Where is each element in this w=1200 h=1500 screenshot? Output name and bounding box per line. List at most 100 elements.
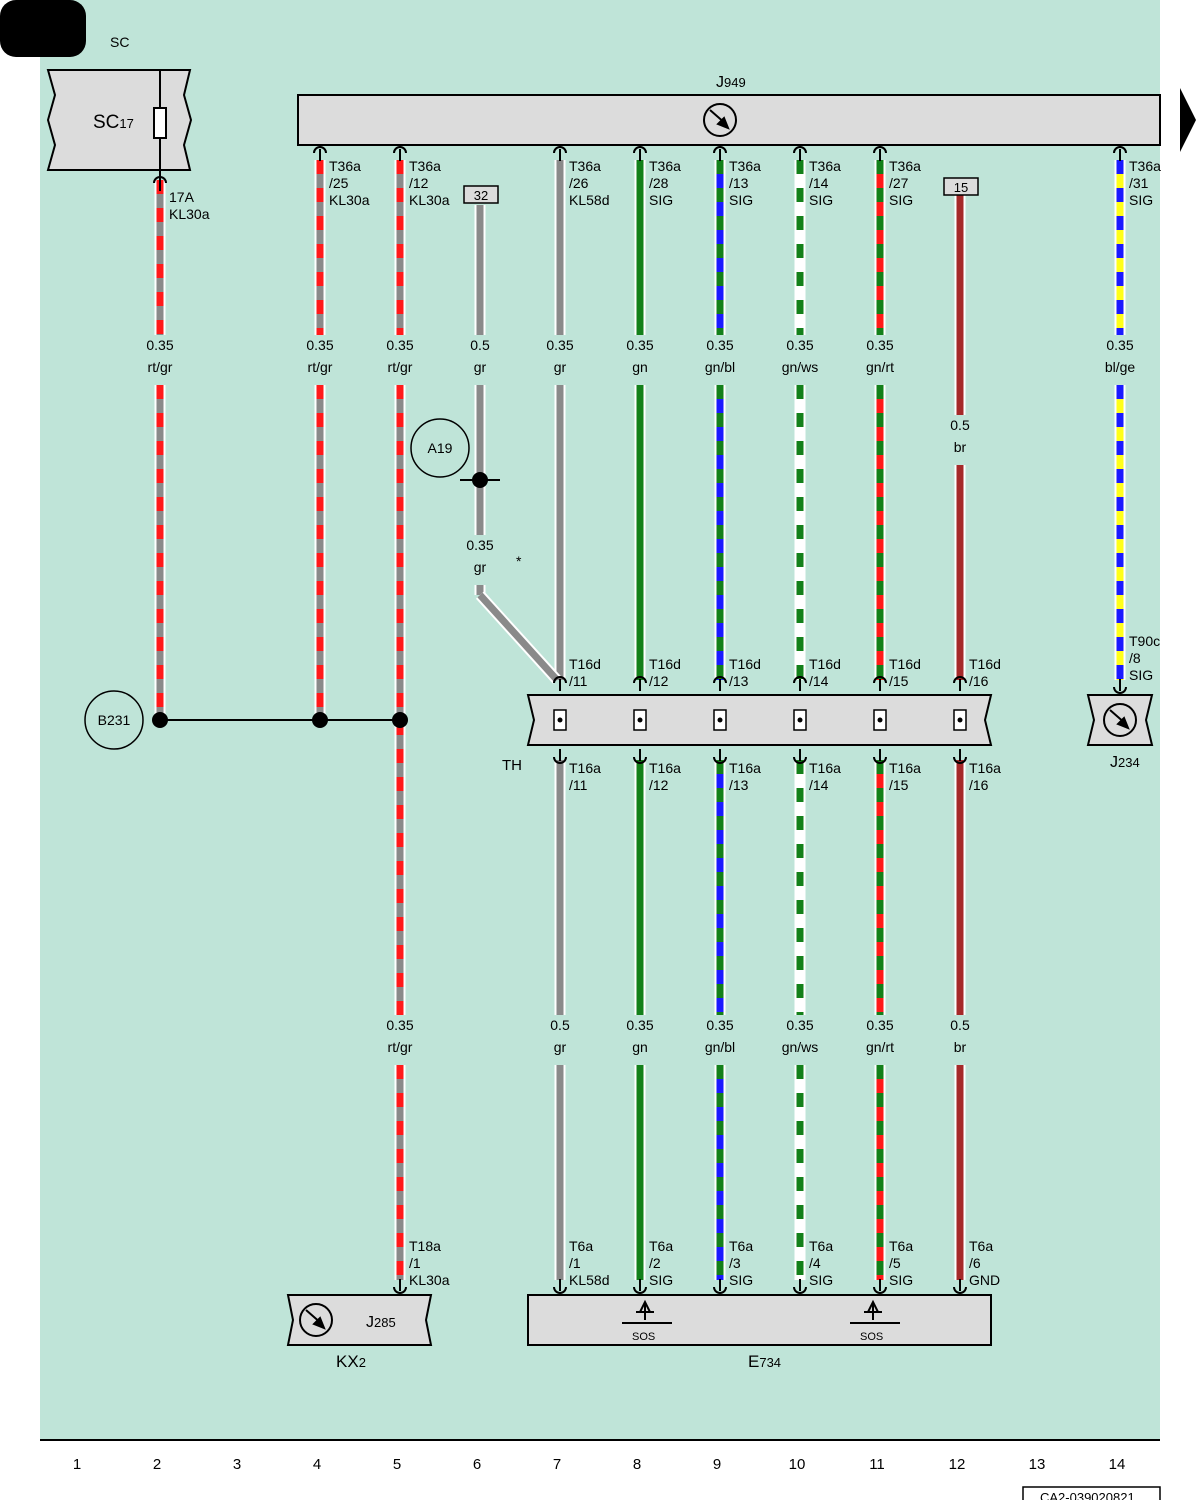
bottom-pin-c7: T6a xyxy=(569,1238,593,1254)
th-top-pin-c9: T16d xyxy=(729,656,761,672)
pin-label-c11: SIG xyxy=(889,192,913,208)
wire-size-c10: 0.35 xyxy=(786,337,813,353)
pin-contact-icon xyxy=(953,676,967,684)
pin-contact-icon xyxy=(393,1286,407,1294)
kx2-label: KX xyxy=(336,1352,359,1371)
j234-control-unit[interactable]: J234 xyxy=(1086,694,1154,771)
pin-contact-icon xyxy=(873,676,887,684)
wire-size-c4: 0.35 xyxy=(306,337,333,353)
th-top-pin-c12: /16 xyxy=(969,673,989,689)
j285-control-unit[interactable]: J285 KX2 xyxy=(286,1294,433,1371)
th-top-pin-c10: /14 xyxy=(809,673,829,689)
column-label: 12 xyxy=(949,1456,966,1473)
pin-label-c8: SIG xyxy=(649,192,673,208)
wire-color-c12: br xyxy=(954,439,967,455)
wire-color-c6: gr xyxy=(474,359,487,375)
doc-id-box xyxy=(1022,1486,1161,1500)
wire-color-c10: gn/ws xyxy=(782,1039,819,1055)
next-page-arrow-icon[interactable] xyxy=(1180,88,1196,152)
wire-size-c10: 0.35 xyxy=(786,1017,813,1033)
bottom-pin-c14: /8 xyxy=(1129,650,1141,666)
th-contact-dot xyxy=(557,717,563,723)
pin-label-c8: /28 xyxy=(649,175,669,191)
bottom-pin-c14: T90c xyxy=(1129,633,1160,649)
pin-contact-icon xyxy=(313,146,327,154)
a19-ground-point[interactable]: A19 xyxy=(410,418,500,488)
wire-color-c11: gn/rt xyxy=(866,359,894,375)
asterisk-note: * xyxy=(516,553,522,569)
sc17-fuse-box[interactable]: SC17 xyxy=(46,69,193,180)
pin-contact-icon xyxy=(713,676,727,684)
column-label: 3 xyxy=(233,1456,241,1473)
wire-size-c12: 0.5 xyxy=(950,1017,970,1033)
pin-label-c7: /26 xyxy=(569,175,589,191)
b231-splice[interactable]: B231 xyxy=(84,690,408,750)
wire-color-c9: gn/bl xyxy=(705,359,735,375)
th-bottom-pin-c10: T16a xyxy=(809,760,841,776)
pin-label-c7: KL58d xyxy=(569,192,609,208)
wire-size-c11: 0.35 xyxy=(866,1017,893,1033)
pin-label-c14: /31 xyxy=(1129,175,1149,191)
j949-control-unit[interactable]: J949 xyxy=(297,74,1161,146)
svg-text:SC17: SC17 xyxy=(93,112,134,133)
th-bottom-pin-c7: T16a xyxy=(569,760,601,776)
sos-label-1: SOS xyxy=(632,1331,655,1343)
pin-contact-icon xyxy=(633,676,647,684)
th-bottom-pin-c10: /14 xyxy=(809,777,829,793)
wire-color-c14: bl/ge xyxy=(1105,359,1136,375)
pin-label-c10: SIG xyxy=(809,192,833,208)
b231-label: B231 xyxy=(98,712,131,728)
th-label: TH xyxy=(502,757,522,774)
bottom-pin-c9: /3 xyxy=(729,1255,741,1271)
sos-label-2: SOS xyxy=(860,1331,883,1343)
wire-size-c14: 0.35 xyxy=(1106,337,1133,353)
th-connector-strip[interactable]: TH xyxy=(502,694,993,774)
bottom-pin-c12: GND xyxy=(969,1272,1000,1288)
column-label: 13 xyxy=(1029,1456,1046,1473)
wire-size-c8: 0.35 xyxy=(626,1017,653,1033)
pin-label-c5: KL30a xyxy=(409,192,450,208)
wire-color-c2: rt/gr xyxy=(148,359,173,375)
j285-sub: 285 xyxy=(374,1315,396,1330)
wire-c6-diagonal-2[interactable] xyxy=(477,592,560,683)
column-label: 11 xyxy=(869,1456,885,1473)
wire-size-c8: 0.35 xyxy=(626,337,653,353)
wire-color-c4: rt/gr xyxy=(308,359,333,375)
bottom-pin-c10: SIG xyxy=(809,1272,833,1288)
j285-label: J xyxy=(366,1314,374,1331)
pin-label-c4: /25 xyxy=(329,175,349,191)
bottom-pin-c9: T6a xyxy=(729,1238,753,1254)
junction-dot xyxy=(312,712,328,728)
svg-text:E734: E734 xyxy=(748,1352,781,1371)
th-bottom-pin-c12: /16 xyxy=(969,777,989,793)
svg-text:KX2: KX2 xyxy=(336,1352,366,1371)
th-top-pin-c7: /11 xyxy=(569,673,588,689)
wire-color-c7: gr xyxy=(554,359,567,375)
pin-contact-icon xyxy=(153,176,167,184)
pin-contact-icon xyxy=(793,756,807,764)
bottom-pin-c8: T6a xyxy=(649,1238,673,1254)
bottom-pin-c8: /2 xyxy=(649,1255,661,1271)
wire-color-c9: gn/bl xyxy=(705,1039,735,1055)
terminal-label-c12: 15 xyxy=(954,180,968,195)
pin-label-c10: /14 xyxy=(809,175,829,191)
junction-dot xyxy=(392,712,408,728)
pin-label-c2: KL30a xyxy=(169,206,210,222)
pin-contact-icon xyxy=(633,146,647,154)
doc-id: CA2-039020821 xyxy=(1040,1490,1135,1500)
fuse-icon xyxy=(153,107,167,139)
pin-contact-icon xyxy=(633,1286,647,1294)
column-label: 10 xyxy=(789,1456,806,1473)
pin-label-c8: T36a xyxy=(649,158,681,174)
th-top-pin-c9: /13 xyxy=(729,673,749,689)
th-bottom-pin-c11: /15 xyxy=(889,777,909,793)
pin-contact-icon xyxy=(873,756,887,764)
th-bottom-pin-c11: T16a xyxy=(889,760,921,776)
th-bottom-pin-c8: T16a xyxy=(649,760,681,776)
e734-component[interactable]: SOS SOS E734 xyxy=(527,1294,992,1371)
pin-contact-icon xyxy=(633,756,647,764)
bottom-pin-c5: KL30a xyxy=(409,1272,450,1288)
pin-contact-icon xyxy=(793,1286,807,1294)
wire-color-c8: gn xyxy=(632,1039,648,1055)
